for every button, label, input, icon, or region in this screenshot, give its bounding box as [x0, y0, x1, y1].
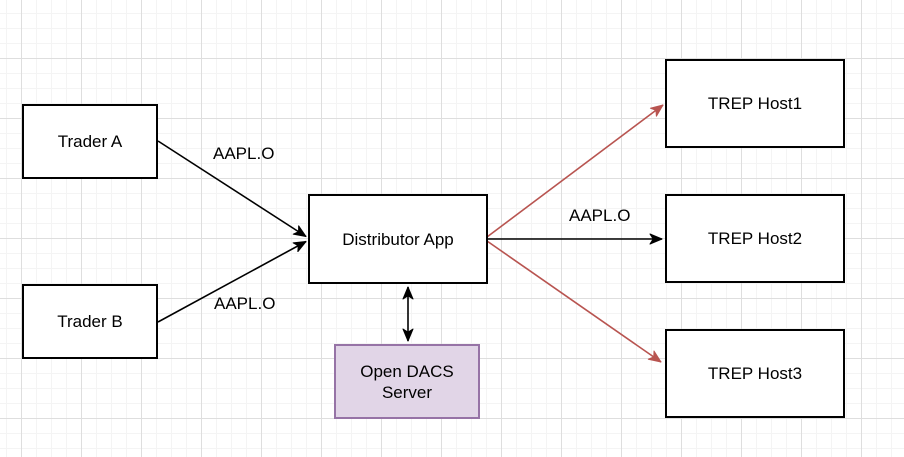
node-trader-a[interactable]: Trader A	[22, 104, 158, 179]
node-trep-host2-label: TREP Host2	[707, 229, 803, 248]
node-trep-host3-label: TREP Host3	[707, 364, 803, 383]
node-trader-b-label: Trader B	[57, 312, 123, 331]
edge-label-trader-a-aapl[interactable]: AAPL.O	[213, 144, 275, 163]
node-trep-host1[interactable]: TREP Host1	[665, 59, 845, 148]
edge-trader-a-to-distributor[interactable]	[157, 140, 307, 238]
edge-label-trep-host2-aapl[interactable]: AAPL.O	[569, 206, 631, 225]
node-trep-host2[interactable]: TREP Host2	[665, 194, 845, 283]
edge-distributor-to-trep-host1[interactable]	[486, 104, 664, 238]
node-trep-host1-label: TREP Host1	[707, 94, 803, 113]
edge-label-trader-b-aapl[interactable]: AAPL.O	[214, 294, 276, 313]
node-trader-a-label: Trader A	[57, 132, 123, 151]
edge-distributor-to-trep-host3[interactable]	[486, 240, 662, 363]
node-trader-b[interactable]: Trader B	[22, 284, 158, 359]
edge-trader-b-to-distributor[interactable]	[157, 240, 307, 323]
node-distributor-app-label: Distributor App	[342, 229, 454, 249]
node-trep-host3[interactable]: TREP Host3	[665, 329, 845, 418]
node-open-dacs-server-label: Open DACS Server	[360, 361, 454, 402]
node-open-dacs-server[interactable]: Open DACS Server	[334, 344, 480, 419]
node-distributor-app[interactable]: Distributor App	[308, 194, 488, 284]
